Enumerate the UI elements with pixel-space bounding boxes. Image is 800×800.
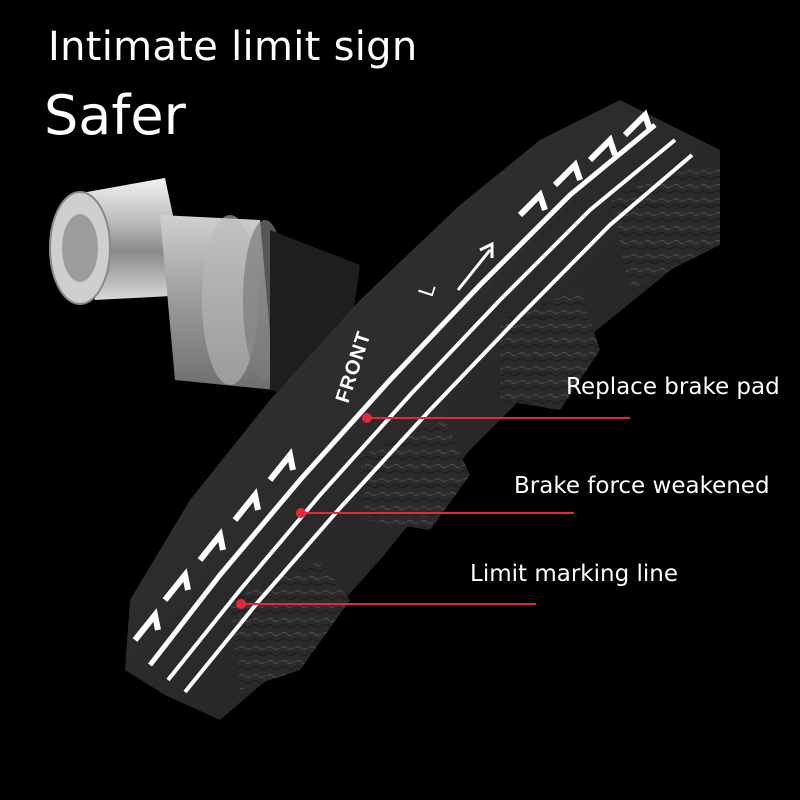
callout-lines [236,413,630,609]
brake-pad-body [125,100,720,720]
callout-replace-brake-pad: Replace brake pad [566,374,780,400]
headline-line-1: Intimate limit sign [48,24,418,70]
callout-limit-marking-line: Limit marking line [470,561,678,587]
headline-line-2: Safer [44,84,186,147]
arrow-up-icon [456,241,494,291]
callout-brake-force-weakened: Brake force weakened [514,473,770,499]
